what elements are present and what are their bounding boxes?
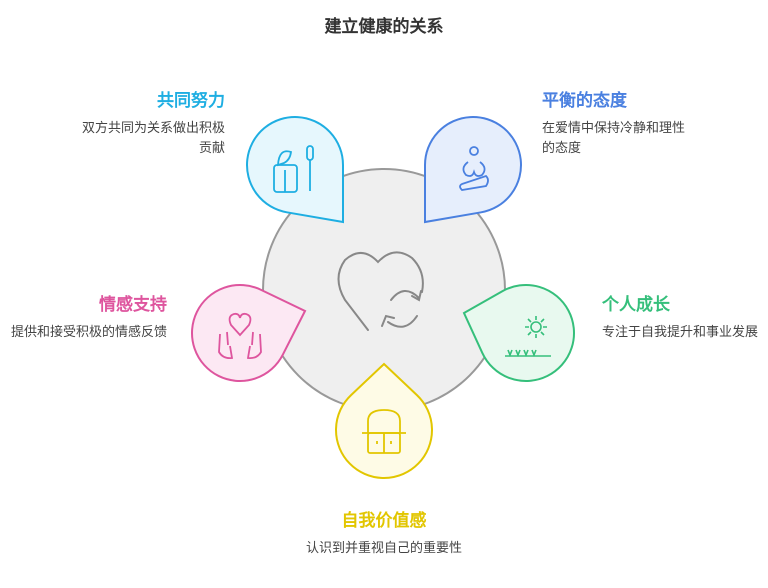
sun-grass-icon [505,316,551,358]
meditation-icon [459,146,489,191]
cabinet-icon [362,409,406,454]
drop-balanced-attitude [424,116,522,224]
drop-joint-effort [246,116,344,224]
item-title-personal-growth: 个人成长 [602,295,670,315]
drop-personal-growth [462,284,575,382]
heart-cycle-icon [337,251,424,331]
item-desc-joint-effort: 双方共同为关系做出积极贡献 [81,121,225,156]
item-desc-personal-growth: 专注于自我提升和事业发展 [602,325,759,340]
life-vest-paddle-icon [273,145,314,193]
item-title-self-worth: 自我价值感 [341,511,427,531]
item-title-emotional-support: 情感支持 [99,295,167,315]
item-desc-balanced-attitude: 在爱情中保持冷静和理性的态度 [542,121,686,156]
hands-heart-icon [218,312,262,360]
item-title-joint-effort: 共同努力 [157,91,225,111]
drop-self-worth [335,362,433,479]
item-desc-emotional-support: 提供和接受积极的情感反馈 [10,325,167,340]
diagram-title: 建立健康的关系 [324,17,444,37]
drop-emotional-support [191,284,307,382]
item-title-balanced-attitude: 平衡的态度 [542,91,627,111]
item-desc-self-worth: 认识到并重视自己的重要性 [306,541,463,556]
